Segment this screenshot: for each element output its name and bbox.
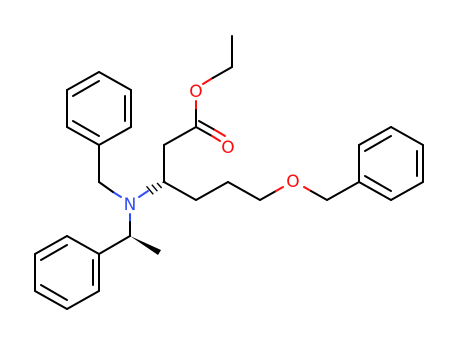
n-benzyl-link: [98, 144, 122, 198]
benzene-ring-1: [66, 71, 132, 146]
ester-group: [163, 100, 226, 146]
wedge-bond: [130, 236, 161, 255]
benzene-ring-2: [34, 235, 100, 310]
cn-bond-stub: [138, 190, 149, 198]
ethyl-group: [202, 35, 233, 85]
backbone: [163, 144, 328, 201]
ether-oxygen-label: O: [286, 172, 299, 192]
n-phenethyl-link: [98, 213, 161, 255]
carbonyl-oxygen-label: O: [221, 138, 234, 158]
hashed-wedge-bond: [145, 180, 166, 195]
ester-ether-oxygen-label: O: [189, 82, 202, 102]
benzene-ring-3: [326, 126, 424, 201]
nitrogen-label: N: [124, 195, 137, 215]
